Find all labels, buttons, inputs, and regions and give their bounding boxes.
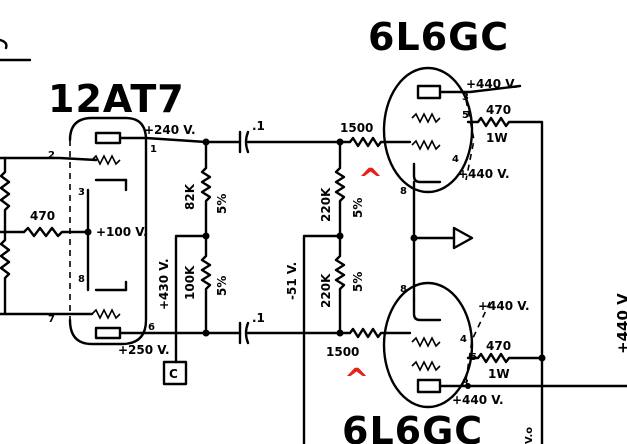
r82k-label: 82K [183, 183, 197, 210]
r1500-bottom-label: 1500 [326, 345, 359, 359]
tube-top-pin-4: 4 [452, 154, 459, 165]
v250-label: +250 V. [118, 343, 170, 357]
tube-top-pin-5: 5 [462, 110, 469, 121]
power-tube-bottom [382, 281, 491, 409]
r470-top-label: 470 [486, 103, 511, 117]
cap-bottom-label: .1 [252, 311, 265, 325]
r470-bottom-label: 470 [486, 339, 511, 353]
cathode-resistor-470 [22, 226, 90, 238]
top-plate-wire [438, 84, 522, 94]
r220k-bottom-tol: 5% [351, 272, 365, 292]
r220k-top-label: 220K [319, 187, 333, 222]
v430-label: +430 V. [157, 258, 171, 310]
v240-label: +240 V. [144, 123, 196, 137]
tube-bottom-pin-3: 3 [462, 378, 469, 389]
r1500-top-label: 1500 [340, 121, 373, 135]
cap-top-label: .1 [252, 119, 265, 133]
r82k-tol: 5% [215, 194, 229, 214]
pin-3: 3 [78, 187, 85, 198]
junction [202, 329, 210, 337]
grid-wire-top [0, 156, 98, 162]
resistor-82k [200, 166, 212, 238]
tube-top-pin-3: 3 [462, 92, 469, 103]
neg51-label: -51 V. [285, 262, 299, 300]
top-screen-resistor-470 [466, 116, 544, 444]
junction [84, 228, 92, 236]
resistor-1500-bottom [338, 327, 412, 339]
input-resistor-chain [0, 156, 11, 316]
supply-wire-430 [174, 234, 208, 364]
pin-8: 8 [78, 274, 85, 285]
tube-top-pin-8: 8 [400, 186, 407, 197]
resistor-220k-top [334, 140, 346, 238]
r470-cathode-label: 470 [30, 209, 55, 223]
edge-fragment [0, 38, 8, 50]
preamp-tube-title: 12AT7 [48, 77, 185, 121]
v440-bottom-plate: +440 V. [452, 393, 504, 407]
node-c-label: C [169, 367, 178, 381]
r220k-bottom-label: 220K [319, 273, 333, 308]
pin-1: 1 [150, 144, 157, 155]
v440-side-label: +440 V [614, 293, 627, 354]
v440-top-plate: +440 V. [466, 77, 518, 91]
coupling-cap-bottom [238, 321, 342, 345]
bottom-screen-resistor-470 [466, 352, 544, 364]
r470-top-w: 1W [486, 131, 508, 145]
red-marker-top: ^ [358, 163, 383, 198]
resistor-220k-bottom [334, 234, 346, 335]
pin-2: 2 [48, 150, 55, 161]
tube-bottom-pin-8: 8 [400, 284, 407, 295]
pin-6: 6 [148, 322, 155, 333]
coupling-cap-top [238, 130, 342, 154]
plate-wire-top [118, 136, 242, 144]
pin-7: 7 [48, 314, 55, 325]
power-tube-top-title: 6L6GC [368, 15, 509, 59]
v440-bottom-screen: +440 V. [478, 299, 530, 313]
bias-wire [302, 234, 342, 444]
resistor-1500-top [338, 136, 412, 148]
v100-label: +100 V. [96, 225, 148, 239]
power-tube-top [382, 66, 475, 194]
resistor-100k [200, 234, 212, 335]
tube-bottom-pin-4: 4 [460, 334, 467, 345]
vo-label: V.o [524, 427, 535, 444]
r100k-tol: 5% [215, 276, 229, 296]
node-c-box [162, 360, 188, 386]
red-marker-bottom: ^ [344, 363, 369, 398]
junction [465, 383, 471, 389]
junction [538, 354, 546, 362]
junction [202, 138, 210, 146]
r220k-top-tol: 5% [351, 198, 365, 218]
r100k-label: 100K [183, 265, 197, 300]
r470-bottom-w: 1W [488, 367, 510, 381]
output-arrow [452, 226, 474, 250]
power-tube-bottom-title: 6L6GC [342, 409, 483, 444]
v440-top-screen: +440 V. [458, 167, 510, 181]
